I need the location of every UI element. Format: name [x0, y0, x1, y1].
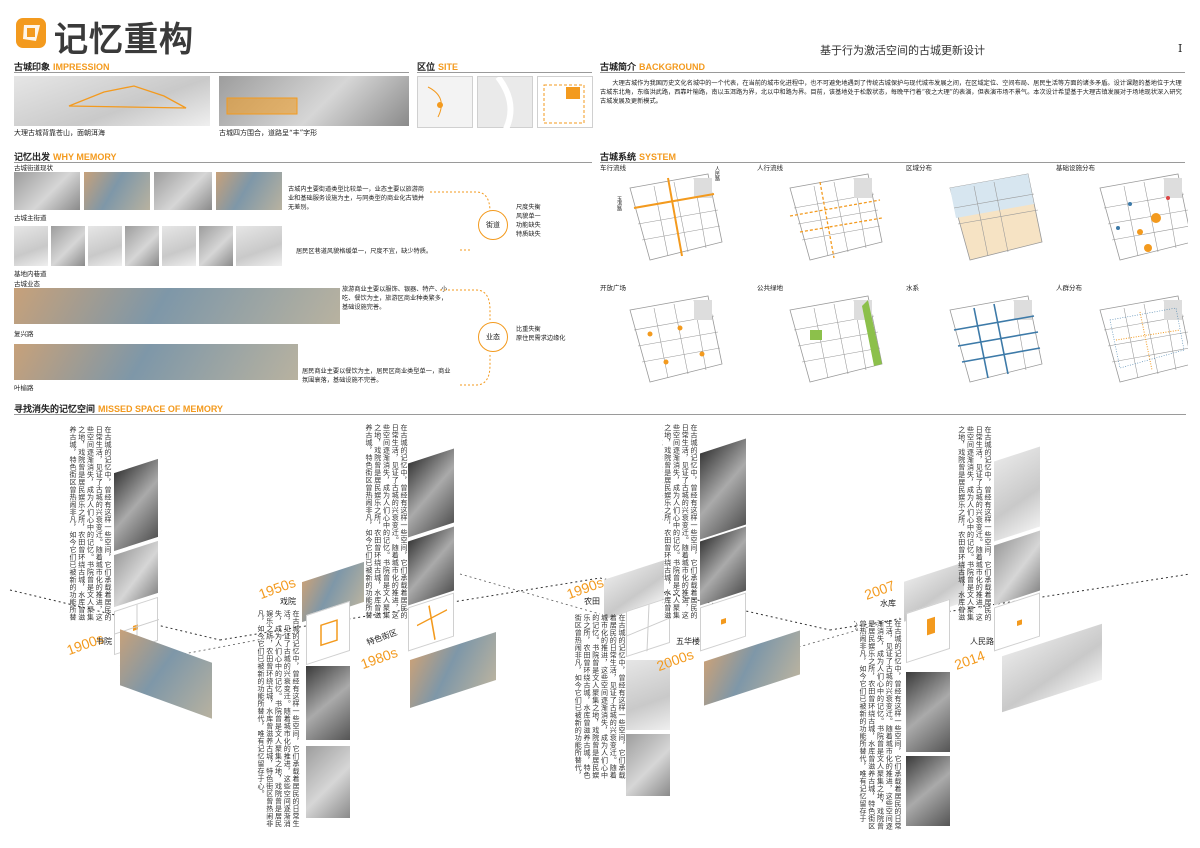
place-label-farmland: 农田: [584, 597, 600, 606]
logo-icon: [14, 16, 50, 50]
place-label-theater: 戏院: [280, 597, 296, 606]
memory-text-column: 在古城的记忆中，曾经有这样一些空间，它们承载着居民的日常生活，见证了古城的兴衰变…: [958, 426, 992, 621]
map-zone-distribution: [949, 173, 1043, 261]
business-circle: 业态: [478, 322, 508, 352]
place-label-renmin-road: 人民路: [970, 637, 994, 646]
memory-text-column: 在古城的记忆中，曾经有这样一些空间，它们承载着居民的日常生活，见证了古城的兴衰变…: [662, 424, 698, 619]
place-label-reservoir: 水库: [880, 599, 896, 608]
business-result: 比重失衡 原住民需求边缘化: [516, 326, 566, 342]
main-street-photo-3: [154, 172, 212, 210]
memory-mini-map: [408, 592, 454, 652]
fuxing-road-panorama: [14, 288, 340, 324]
main-street-photo-1: [14, 172, 80, 210]
impression-caption-2: 古城四方围合，道路呈“丰”字形: [219, 129, 318, 137]
site-map-region: [417, 76, 473, 128]
memory-text-column: 在古城的记忆中，曾经有这样一些空间，它们承载着居民的日常生活，见证了古城的兴衰变…: [68, 426, 112, 621]
page-subtitle: 基于行为激活空间的古城更新设计: [820, 44, 985, 57]
business-label: 古城业态: [14, 280, 40, 288]
memory-photo: [114, 458, 158, 552]
divider: [600, 72, 1185, 73]
map-infrastructure: [1099, 173, 1188, 261]
place-label-wuhua-tower: 五华楼: [676, 637, 700, 646]
memory-photo: [906, 672, 950, 752]
alley-label: 基地内巷道: [14, 270, 47, 278]
divider: [14, 414, 1186, 415]
memory-mini-map: [306, 600, 350, 666]
memory-photo: [408, 448, 454, 538]
memory-text-column: 在古城的记忆中，曾经有这样一些空间，它们承载着居民的日常生活，见证了古城的兴衰变…: [574, 614, 626, 779]
memory-photo: [306, 666, 350, 740]
alley-photo-3: [88, 226, 122, 266]
system-map-label-4: 基础设施分布: [1056, 164, 1095, 172]
street-result: 尺度失衡 风貌单一 功能缺失 特质缺失: [516, 204, 541, 238]
yeyu-road-panorama: [14, 344, 298, 380]
memory-photo: [306, 746, 350, 818]
alley-photo-5: [162, 226, 196, 266]
alley-photo-2: [51, 226, 85, 266]
place-label-academy: 书院: [96, 637, 112, 646]
memory-mini-map: [626, 596, 672, 658]
road-label-2: 人民路: [714, 166, 720, 181]
divider: [417, 72, 592, 73]
street-text-2: 居民区巷道风貌格缓单一，尺度不宜，缺少特质。: [296, 248, 433, 255]
street-text-1: 古城内主要街道类型比较单一，业态主要以旅游商业和基础服务设施为主，与同类型的商业…: [288, 186, 425, 211]
site-map-block: [537, 76, 593, 128]
cangshan-panorama: [14, 76, 210, 126]
memory-mini-map: [700, 592, 746, 652]
memory-mini-map: [906, 598, 950, 664]
map-vehicle-flow: [629, 173, 723, 261]
system-maps: [629, 173, 1188, 383]
memory-text-column: 在古城的记忆中，曾经有这样一些空间，它们承载着居民的日常生活，见证了古城的兴衰变…: [364, 424, 408, 619]
page-number: I: [1178, 42, 1183, 55]
business-text-1: 旅游商业主要以服饰、银器、特产、小吃、餐饮为主，旅游区商业种类繁多，基础设施完善…: [342, 286, 448, 311]
map-pedestrian-flow: [789, 173, 883, 261]
logo-title: 记忆重构: [54, 20, 194, 60]
alley-photo-4: [125, 226, 159, 266]
system-map-label-6: 公共绿地: [757, 284, 783, 292]
divider: [14, 72, 409, 73]
system-map-label-8: 人群分布: [1056, 284, 1082, 292]
main-street-photo-2: [84, 172, 150, 210]
map-public-green: [789, 295, 883, 383]
street-circle: 街道: [478, 210, 508, 240]
yeyu-road-label: 叶榆路: [14, 384, 34, 392]
site-map-city: [477, 75, 533, 131]
memory-photo: [626, 734, 670, 796]
memory-mini-map: [994, 592, 1040, 652]
memory-photo: [626, 660, 670, 730]
system-map-label-3: 区域分布: [906, 164, 932, 172]
system-map-label-5: 开放广场: [600, 284, 626, 292]
divider: [14, 162, 592, 163]
old-town-aerial: [219, 76, 409, 126]
fuxing-road-label: 复兴路: [14, 330, 34, 338]
memory-photo: [994, 446, 1040, 542]
main-street-photo-4: [216, 172, 282, 210]
alley-photo-7: [236, 226, 282, 266]
main-street-label: 古城主街道: [14, 214, 47, 222]
impression-caption-1: 大理古城背靠苍山，面朝洱海: [14, 129, 105, 137]
system-map-label-7: 水系: [906, 284, 919, 292]
business-text-2: 居民商业主要以餐饮为主，居民区商业类型单一，商业氛围衰落，基础设施不完善。: [302, 368, 451, 384]
memory-photo: [700, 438, 746, 540]
alley-photo-6: [199, 226, 233, 266]
memory-photo: [906, 756, 950, 826]
system-map-label-2: 人行流线: [757, 164, 783, 172]
background-text: 大理古城作为我国历史文化名城中的一个代表，在当前的城市化进程中，也不可避免地遇到…: [600, 80, 1182, 105]
memory-text-column: 在古城的记忆中，曾经有这样一些空间，它们承载着居民的日常生活，见证了古城的兴衰变…: [854, 620, 902, 830]
system-map-label-1: 车行流线: [600, 164, 626, 172]
map-water-system: [949, 295, 1043, 383]
road-label-1: 玉洱路: [616, 196, 622, 211]
map-crowd-distribution: [1099, 295, 1188, 383]
divider: [600, 162, 1185, 163]
map-open-plaza: [629, 295, 723, 383]
memory-text-column: 在古城的记忆中，曾经有这样一些空间，它们承载着居民的日常生活，见证了古城的兴衰变…: [257, 610, 300, 828]
street-status-label: 古城街道现状: [14, 164, 53, 172]
alley-photo-1: [14, 226, 48, 266]
